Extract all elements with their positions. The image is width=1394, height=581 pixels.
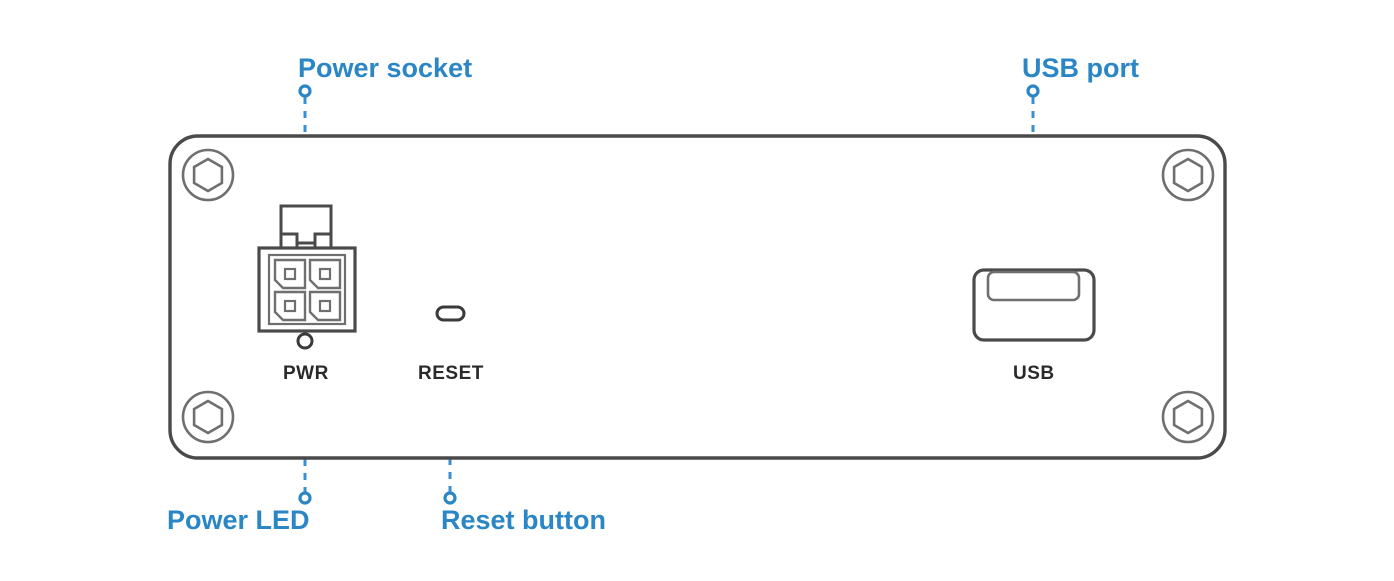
- power-led-indicator: [296, 332, 314, 350]
- usb-port-tongue: [986, 270, 1081, 302]
- leader-endpoints: [298, 84, 1040, 505]
- screw-top-right: [1161, 148, 1215, 202]
- leader-dot-reset-button: [443, 491, 457, 505]
- power-pin-4: [308, 290, 342, 322]
- leader-dot-power-led: [298, 491, 312, 505]
- hex-socket-icon: [192, 157, 224, 193]
- port-label-reset: RESET: [418, 363, 484, 384]
- panel-outline: [168, 134, 1227, 460]
- power-pin-3: [273, 290, 307, 322]
- hex-socket-icon: [1172, 399, 1204, 435]
- callout-label-reset-button: Reset button: [441, 505, 606, 535]
- callout-label-power-socket: Power socket: [298, 53, 473, 83]
- reset-button-pinhole[interactable]: [435, 305, 466, 322]
- power-pin-2: [308, 258, 342, 290]
- port-label-usb: USB: [1013, 363, 1055, 384]
- leader-dot-power-socket: [298, 84, 312, 98]
- power-connector[interactable]: [257, 204, 357, 333]
- port-label-pwr: PWR: [283, 363, 329, 384]
- callout-label-power-led: Power LED: [167, 505, 310, 535]
- screw-top-left: [181, 148, 235, 202]
- hex-socket-icon: [192, 399, 224, 435]
- callout-label-usb-port: USB port: [1022, 53, 1139, 83]
- leader-dot-usb-port: [1026, 84, 1040, 98]
- screw-bottom-left: [181, 390, 235, 444]
- screw-bottom-right: [1161, 390, 1215, 444]
- usb-connector[interactable]: [972, 268, 1096, 342]
- hex-socket-icon: [1172, 157, 1204, 193]
- power-pin-1: [273, 258, 307, 290]
